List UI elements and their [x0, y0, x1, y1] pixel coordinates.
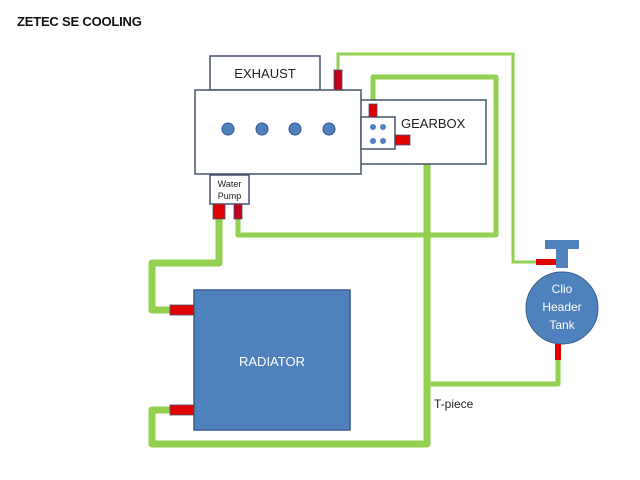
housing-hole [380, 138, 386, 144]
header-tank-cap [545, 240, 579, 249]
water-pump-label-1: Water [218, 179, 242, 189]
hose-t-piece-to-header-tank [427, 358, 561, 387]
gearbox-box [357, 99, 487, 165]
connector-housing-top [368, 103, 378, 118]
connector-header-tank-side [536, 259, 556, 265]
connector-header-tank-bottom [555, 344, 561, 360]
housing-hole [380, 124, 386, 130]
cylinder-2 [255, 122, 269, 136]
t-piece-label: T-piece [434, 397, 474, 411]
hose-engine-to-header-tank [336, 52, 540, 264]
water-pump-box [209, 174, 250, 205]
exhaust-label: EXHAUST [234, 66, 295, 81]
connector-engine-top [333, 69, 343, 91]
hose-pump-to-radiator-top [148, 218, 223, 314]
thermostat-housing [360, 116, 396, 150]
header-tank-body [525, 271, 599, 345]
header-tank-label-3: Tank [549, 318, 575, 332]
radiator-box [193, 289, 351, 431]
cylinder-3 [288, 122, 302, 136]
connector-pump-left [212, 203, 226, 220]
cylinder-4 [322, 122, 336, 136]
housing-hole [370, 138, 376, 144]
diagram-title: ZETEC SE COOLING [17, 14, 142, 29]
engine-block [194, 89, 362, 175]
header-tank-neck [556, 248, 568, 268]
cylinder-1 [221, 122, 235, 136]
header-tank-label-1: Clio [552, 282, 573, 296]
connector-pump-right [233, 203, 243, 220]
housing-hole [370, 124, 376, 130]
connector-radiator-top [169, 304, 195, 316]
connector-radiator-bottom [169, 404, 195, 416]
header-tank-label-2: Header [542, 300, 581, 314]
connector-housing-side [394, 134, 411, 146]
radiator-label: RADIATOR [239, 354, 305, 369]
gearbox-label: GEARBOX [401, 116, 466, 131]
hose-heater-loop-top [235, 74, 499, 238]
water-pump-label-2: Pump [218, 191, 242, 201]
